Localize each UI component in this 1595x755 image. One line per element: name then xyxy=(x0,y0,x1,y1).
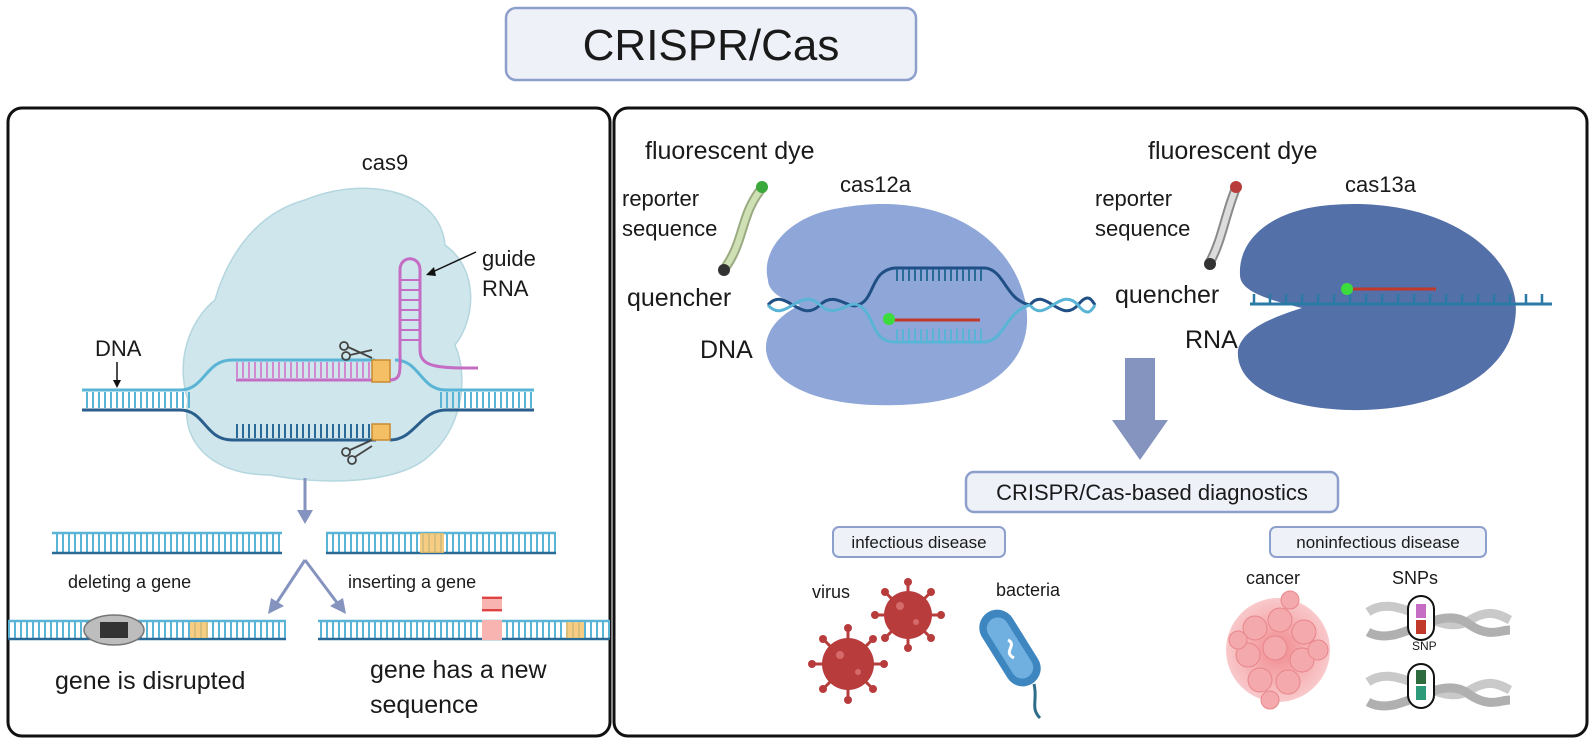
scissors-icon xyxy=(341,439,373,465)
left-panel: cas9 xyxy=(6,106,612,738)
noninfectious-label: noninfectious disease xyxy=(1296,533,1460,552)
snp-dna-icon xyxy=(1365,663,1513,711)
cas12-dye-label: fluorescent dye xyxy=(645,137,815,165)
noninfectious-pill: noninfectious disease xyxy=(1269,526,1487,558)
snps-label: SNPs xyxy=(1392,568,1438,588)
cas12-dna-helix xyxy=(766,266,1097,344)
cas13-rna-strand xyxy=(1250,283,1552,306)
guide-rna-label-line2: RNA xyxy=(482,276,529,301)
diagnostics-label: CRISPR/Cas-based diagnostics xyxy=(996,480,1308,505)
cas13-rna-label: RNA xyxy=(1185,326,1238,354)
cas12-protein xyxy=(765,204,1028,406)
cas12-reporter-probe xyxy=(718,181,768,276)
arrowhead-icon xyxy=(330,598,346,614)
cas9-protein xyxy=(182,187,472,482)
cut-dna-right xyxy=(326,531,556,555)
dna-label: DNA xyxy=(95,336,142,361)
cas12-dna-label: DNA xyxy=(700,336,753,364)
virus-icon xyxy=(808,624,888,704)
title-box: CRISPR/Cas xyxy=(504,6,918,82)
guide-rna-label-line1: guide xyxy=(482,246,536,271)
cas12-reporter-line2: sequence xyxy=(622,216,717,241)
cas12-reporter-line1: reporter xyxy=(622,186,699,211)
virus-icon xyxy=(871,578,945,652)
page-title: CRISPR/Cas xyxy=(583,21,840,70)
disrupted-dna xyxy=(8,614,286,646)
cas13-reporter-line1: reporter xyxy=(1095,186,1172,211)
cancer-cell-icon xyxy=(1226,590,1330,710)
cas13-quencher-label: quencher xyxy=(1115,281,1219,309)
cas13-protein xyxy=(1237,203,1516,411)
snp-label: SNP xyxy=(1412,639,1437,653)
virus-label: virus xyxy=(812,582,850,602)
cancer-label: cancer xyxy=(1246,568,1300,588)
gene-disrupted-label: gene is disrupted xyxy=(55,667,245,695)
bacteria-label: bacteria xyxy=(996,580,1061,600)
snp-dna-icon xyxy=(1365,595,1513,641)
cas12-quencher-label: quencher xyxy=(627,284,731,312)
infectious-label: infectious disease xyxy=(851,533,986,552)
infectious-pill: infectious disease xyxy=(832,526,1006,558)
scissors-icon xyxy=(339,341,373,361)
right-panel: fluorescent dye cas12a reporter sequence… xyxy=(612,106,1589,738)
new-sequence-label-line2: sequence xyxy=(370,691,478,719)
cas13-dye-label: fluorescent dye xyxy=(1148,137,1318,165)
diagnostics-pill: CRISPR/Cas-based diagnostics xyxy=(964,470,1340,514)
guide-rna xyxy=(389,257,479,382)
cas9-label: cas9 xyxy=(362,150,408,175)
cas13-reporter-probe xyxy=(1204,181,1242,270)
cas12-label: cas12a xyxy=(840,172,912,197)
inserted-dna xyxy=(318,596,610,641)
big-down-arrow-icon xyxy=(1112,358,1168,460)
bacteria-icon xyxy=(979,609,1042,720)
new-sequence-label-line1: gene has a new xyxy=(370,656,547,684)
cas13-reporter-line2: sequence xyxy=(1095,216,1190,241)
deleting-gene-label: deleting a gene xyxy=(68,572,191,592)
cas13-label: cas13a xyxy=(1345,172,1417,197)
down-arrow-icon xyxy=(297,478,313,524)
inserting-gene-label: inserting a gene xyxy=(348,572,476,592)
cut-dna-left xyxy=(52,531,282,555)
split-arrow-icon xyxy=(274,559,340,605)
dna-double-strand xyxy=(82,358,534,442)
arrowhead-icon xyxy=(268,598,284,614)
